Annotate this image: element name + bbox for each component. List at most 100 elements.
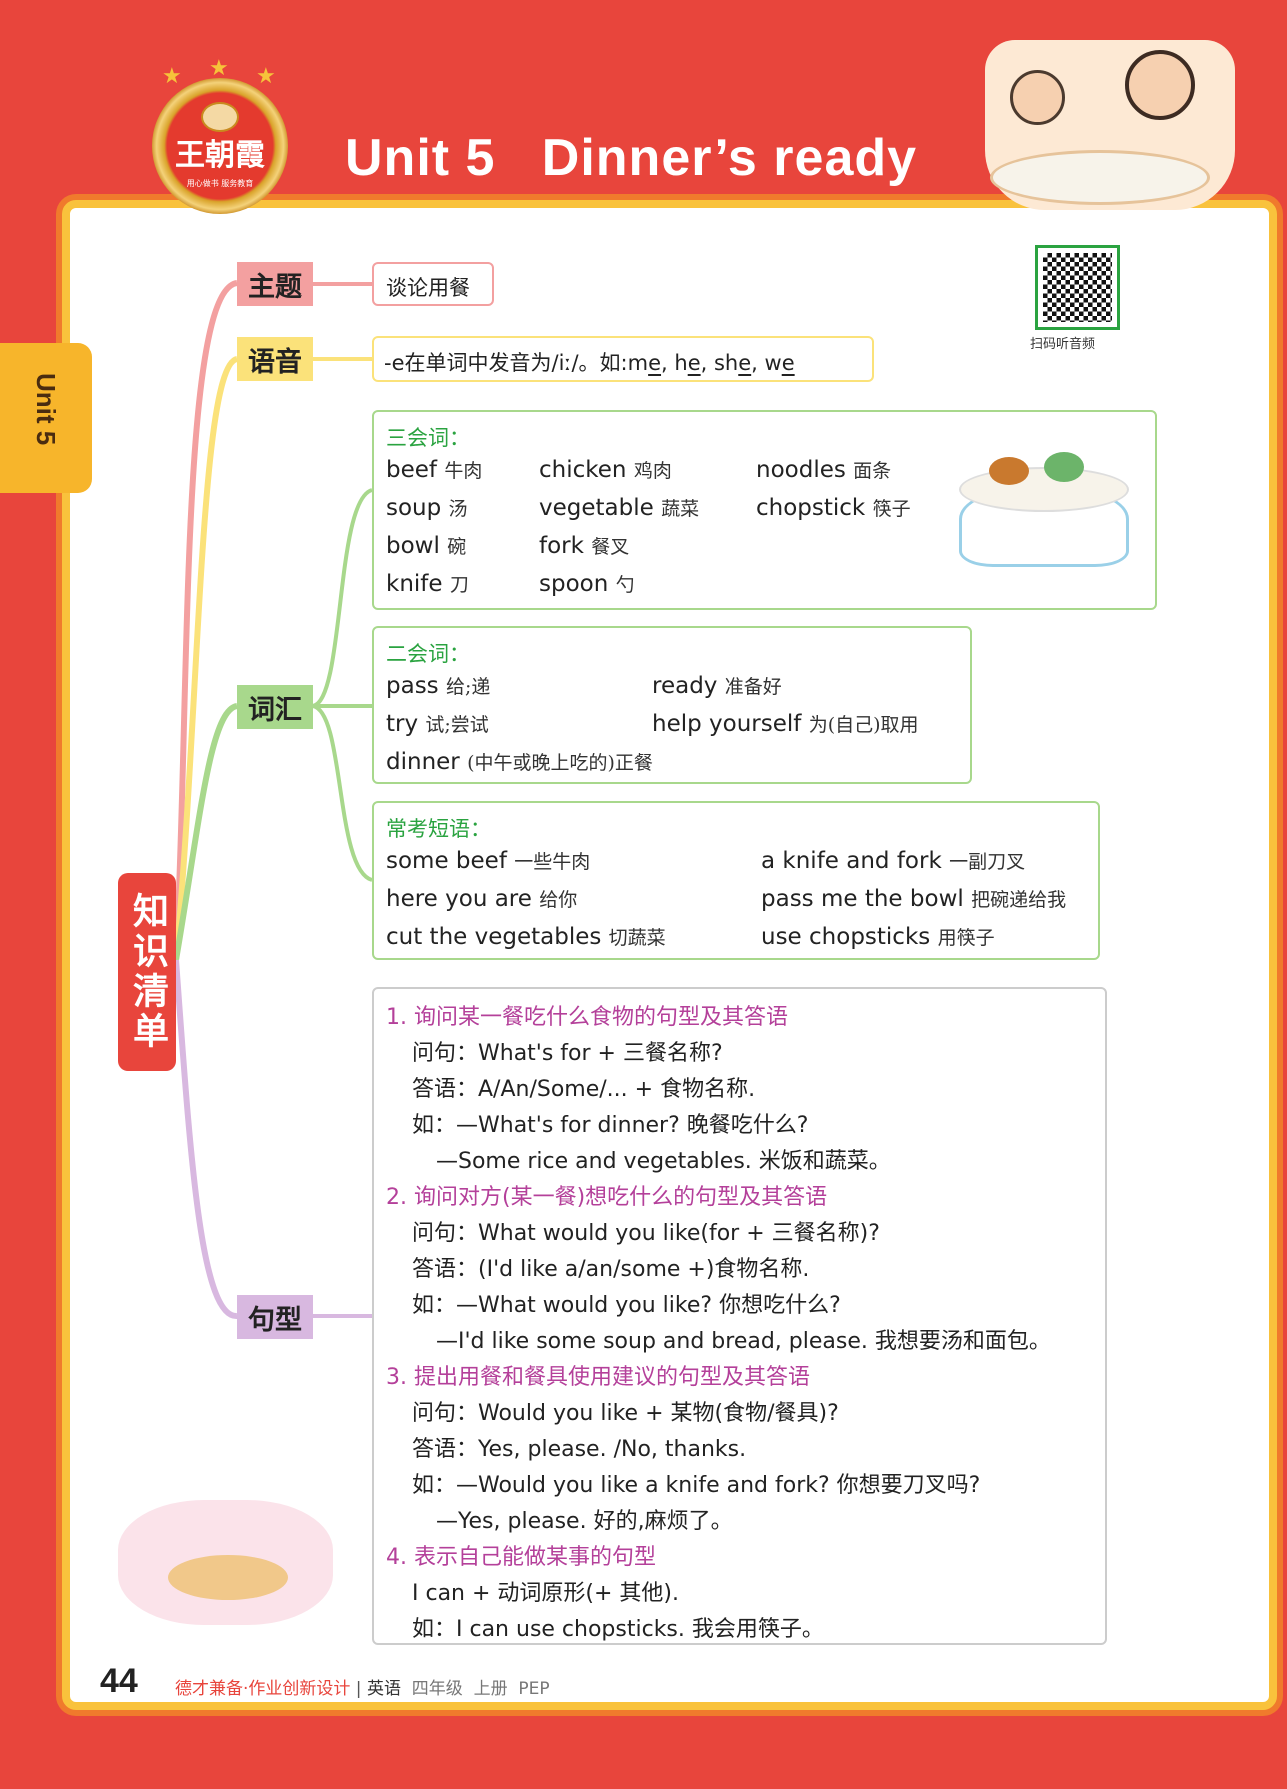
pattern-heading: 3. 提出用餐和餐具使用建议的句型及其答语	[386, 1365, 810, 1390]
branch-label-theme: 主题	[237, 262, 313, 306]
pattern-line: 答语：Yes, please. /No, thanks.	[412, 1437, 747, 1462]
chinese-meaning: 把碗递给我	[971, 889, 1067, 911]
footer-subject: 英语	[366, 1679, 401, 1699]
star-icon: ★	[162, 64, 182, 89]
page-number: 44	[100, 1662, 138, 1700]
chinese-meaning: 勺	[615, 574, 635, 596]
vocab-word: vegetable 蔬菜	[539, 494, 699, 521]
english-term: vegetable	[539, 495, 654, 521]
footer-series: 德才兼备·作业创新设计	[175, 1679, 351, 1699]
english-term: beef	[386, 457, 437, 483]
chinese-meaning: 一些牛肉	[514, 851, 591, 873]
phonics-text: -e在单词中发音为/iː/。如:me, he, she, we	[384, 347, 795, 377]
english-term: here you are	[386, 886, 532, 912]
pattern-line: 答语：A/An/Some/... + 食物名称.	[412, 1077, 756, 1102]
chinese-meaning: 为(自己)取用	[808, 714, 919, 736]
vocab-word: try 试;尝试	[386, 710, 489, 737]
pattern-line: 答语：(I'd like a/an/some +)食物名称.	[412, 1257, 810, 1282]
phonics-examples: me, he, she, we	[627, 351, 795, 375]
pattern-line: 问句：What would you like(for + 三餐名称)?	[412, 1221, 880, 1246]
pattern-line: 如：—What would you like? 你想吃什么?	[412, 1293, 841, 1318]
english-term: a knife and fork	[761, 848, 942, 874]
logo-motto: 用心做书 服务教育	[186, 178, 254, 188]
phonics-box: -e在单词中发音为/iː/。如:me, he, she, we	[372, 336, 874, 382]
english-term: help yourself	[652, 711, 802, 737]
english-term: spoon	[539, 571, 609, 597]
branch-label-vocab: 词汇	[237, 685, 313, 729]
chinese-meaning: 给;递	[445, 676, 491, 698]
english-term: soup	[386, 495, 442, 521]
english-term: ready	[652, 673, 718, 699]
vocab-word: help yourself 为(自己)取用	[652, 710, 919, 737]
vocab-word: noodles 面条	[756, 456, 891, 483]
chinese-meaning: 筷子	[872, 498, 911, 520]
example-word-vowel: e	[687, 351, 701, 375]
footer-edition: PEP	[518, 1679, 550, 1699]
publisher-logo: ★ ★ ★ 王朝霞 用心做书 服务教育	[152, 56, 288, 214]
chinese-meaning: 鸡肉	[633, 460, 672, 482]
phrase: pass me the bowl 把碗递给我	[761, 885, 1066, 912]
unit-tab-label: Unit 5	[31, 373, 61, 446]
phrases-heading: 常考短语：	[386, 817, 491, 841]
footer-info: 德才兼备·作业创新设计 | 英语 四年级 上册 PEP	[175, 1679, 550, 1699]
theme-box: 谈论用餐	[372, 262, 494, 306]
star-icon: ★	[209, 56, 229, 81]
mindmap-center-label: 知识清单	[118, 873, 176, 1071]
english-term: try	[386, 711, 419, 737]
vocab-word: fork 餐叉	[539, 532, 629, 559]
chinese-meaning: 餐叉	[591, 536, 630, 558]
pattern-heading: 1. 询问某一餐吃什么食物的句型及其答语	[386, 1005, 788, 1030]
phrase: here you are 给你	[386, 885, 577, 912]
english-term: chicken	[539, 457, 627, 483]
chinese-meaning: 汤	[448, 498, 468, 520]
pattern-line: 问句：Would you like + 某物(食物/餐具)?	[412, 1401, 839, 1426]
example-word-stem: w	[764, 351, 782, 375]
qr-label: 扫码听音频	[1030, 337, 1096, 352]
phonics-rule: -e在单词中发音为/iː/。如:	[384, 351, 628, 375]
example-word-vowel: e	[781, 351, 795, 375]
chinese-meaning: (中午或晚上吃的)正餐	[467, 752, 653, 774]
example-word-vowel: e	[648, 351, 662, 375]
chinese-meaning: 试;尝试	[425, 714, 489, 736]
chinese-meaning: 面条	[853, 460, 892, 482]
pattern-line: —Some rice and vegetables. 米饭和蔬菜。	[436, 1149, 891, 1174]
pattern-line: 如：—Would you like a knife and fork? 你想要刀…	[412, 1473, 981, 1498]
vocab-word: spoon 勺	[539, 570, 635, 597]
pattern-heading: 2. 询问对方(某一餐)想吃什么的句型及其答语	[386, 1185, 828, 1210]
phrase: a knife and fork 一副刀叉	[761, 847, 1025, 874]
vocab-word: dinner (中午或晚上吃的)正餐	[386, 748, 653, 775]
english-term: use chopsticks	[761, 924, 931, 950]
english-term: some beef	[386, 848, 507, 874]
unit-tab: Unit 5	[0, 343, 92, 493]
phrases-box: 常考短语： some beef 一些牛肉 a knife and fork 一副刀…	[372, 801, 1100, 960]
english-term: bowl	[386, 533, 440, 559]
chinese-meaning: 一副刀叉	[949, 851, 1026, 873]
pattern-line: 问句：What's for + 三餐名称?	[412, 1041, 723, 1066]
example-word-vowel: e	[738, 351, 752, 375]
footer-grade: 四年级	[411, 1679, 463, 1699]
chinese-meaning: 切蔬菜	[608, 927, 666, 949]
english-term: pass me the bowl	[761, 886, 964, 912]
example-word-stem: sh	[713, 351, 739, 375]
branch-label-sentences: 句型	[237, 1295, 313, 1339]
pattern-line: —Yes, please. 好的,麻烦了。	[436, 1509, 733, 1534]
phrase: some beef 一些牛肉	[386, 847, 590, 874]
qr-code[interactable]	[1035, 245, 1120, 330]
pattern-line: —I'd like some soup and bread, please. 我…	[436, 1329, 1051, 1354]
chinese-meaning: 准备好	[724, 676, 782, 698]
pattern-line: I can + 动词原形(+ 其他).	[412, 1581, 680, 1606]
english-term: noodles	[756, 457, 846, 483]
vocab-word: ready 准备好	[652, 672, 782, 699]
dinner-table-illustration	[949, 447, 1139, 587]
sentence-patterns-box: 1. 询问某一餐吃什么食物的句型及其答语问句：What's for + 三餐名称…	[372, 987, 1107, 1645]
english-term: fork	[539, 533, 584, 559]
family-meal-illustration	[118, 1500, 333, 1625]
theme-text: 谈论用餐	[386, 276, 470, 300]
pattern-heading: 4. 表示自己能做某事的句型	[386, 1545, 656, 1570]
core-vocab-heading: 三会词：	[386, 426, 470, 450]
vocab-word: soup 汤	[386, 494, 468, 521]
pattern-line: 如：—What's for dinner? 晚餐吃什么?	[412, 1113, 809, 1138]
english-term: chopstick	[756, 495, 866, 521]
